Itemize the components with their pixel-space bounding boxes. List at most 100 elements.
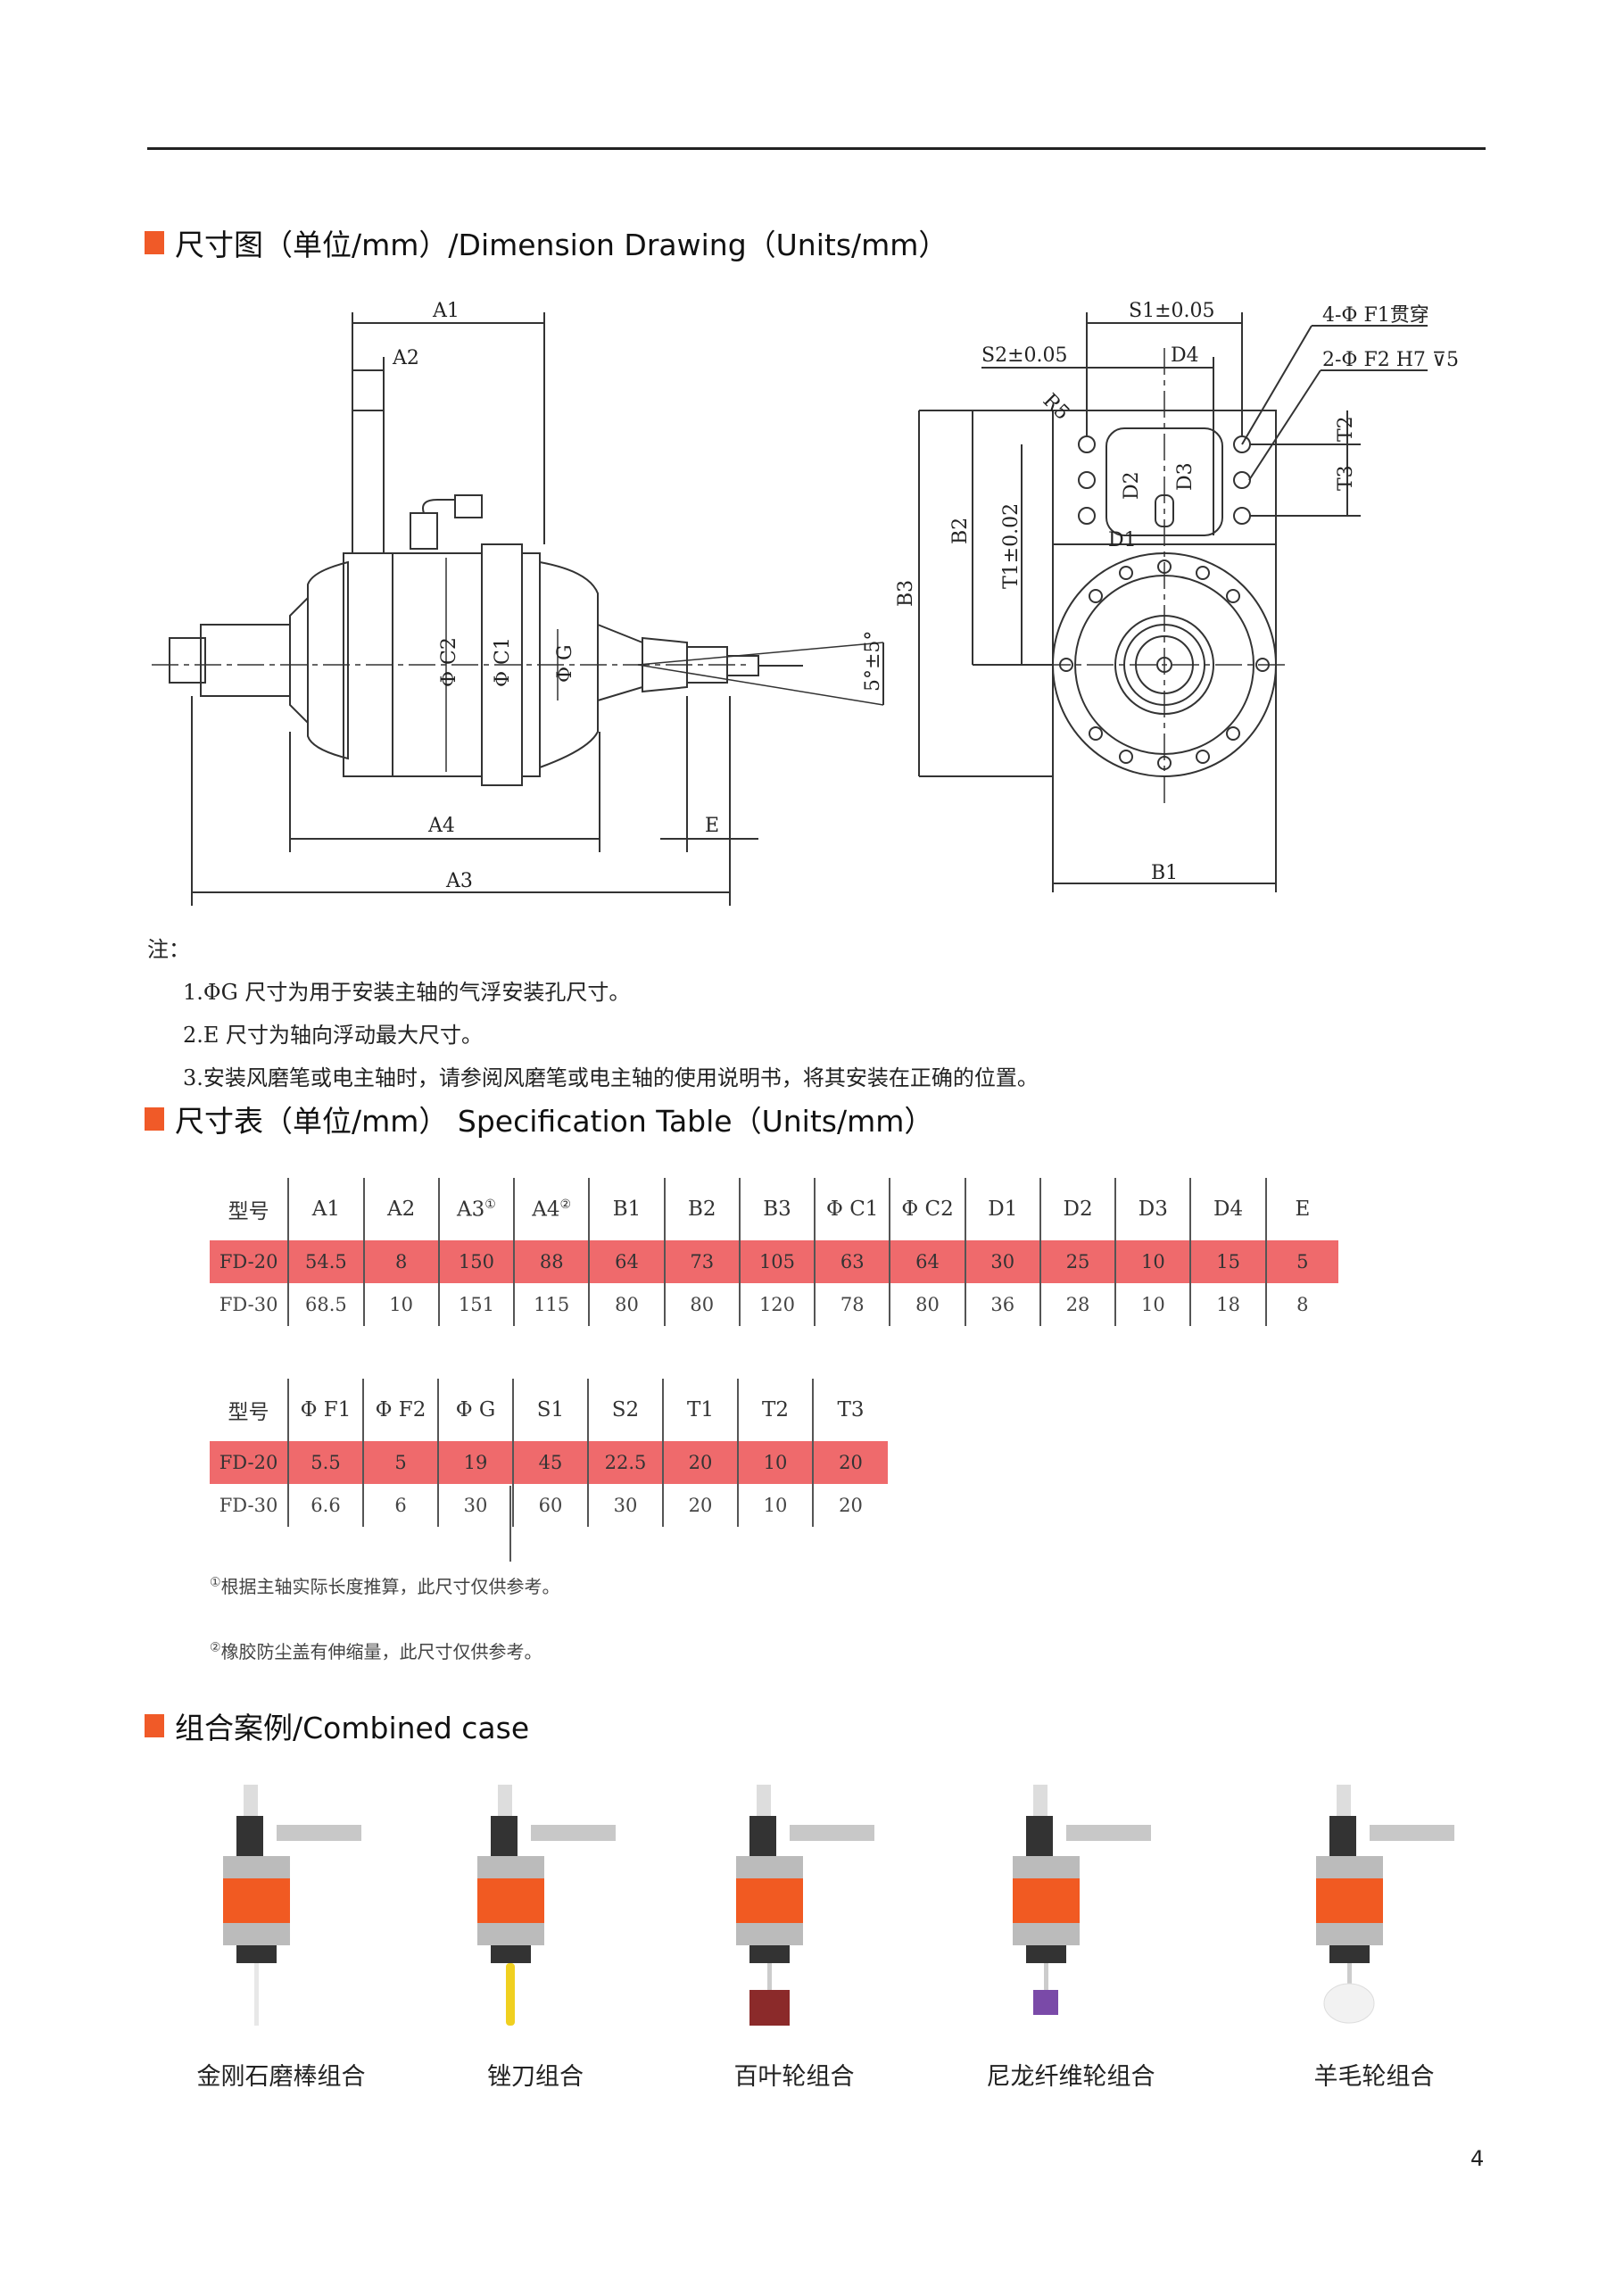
header-cell: T2 <box>738 1379 814 1441</box>
case-flap-wheel: 百叶轮组合 <box>687 1767 901 2091</box>
header-cell: 型号 <box>210 1178 290 1240</box>
label-A4: A4 <box>427 815 455 837</box>
cell: 54.5 <box>288 1240 365 1283</box>
label-F2: 2-Φ F2 H7 ⊽5 <box>1322 349 1459 371</box>
label-B3: B3 <box>895 580 917 607</box>
cell: 105 <box>739 1240 816 1283</box>
cell: 30 <box>965 1240 1041 1283</box>
cell: 20 <box>813 1441 888 1484</box>
label-B2: B2 <box>949 518 972 544</box>
header-cell: Φ C1 <box>815 1178 891 1240</box>
label-C2: Φ C2 <box>438 637 460 687</box>
table-header-row: 型号 Φ F1 Φ F2 Φ G S1 S2 T1 T2 T3 <box>210 1379 888 1441</box>
label-D2: D2 <box>1121 471 1143 500</box>
cell: 8 <box>363 1240 440 1283</box>
label-A3: A3 <box>445 870 473 892</box>
header-cell: B3 <box>739 1178 816 1240</box>
cell: 5 <box>363 1441 439 1484</box>
notes: 注： 1.ΦG 尺寸为用于安装主轴的气浮安装孔尺寸。 2.E 尺寸为轴向浮动最大… <box>147 928 1039 1099</box>
case-file: 锉刀组合 <box>428 1767 642 2091</box>
product-image <box>1316 1785 1454 2024</box>
header-cell: Φ C2 <box>890 1178 966 1240</box>
section-title: 尺寸图（单位/mm）/Dimension Drawing（Units/mm） <box>175 228 948 262</box>
label-G: Φ G <box>554 644 576 683</box>
note-item: 3.安装风磨笔或电主轴时，请参阅风磨笔或电主轴的使用说明书，将其安装在正确的位置… <box>183 1065 1039 1090</box>
label-T2: T2 <box>1335 416 1357 442</box>
cell: 10 <box>363 1283 440 1326</box>
cell: 20 <box>663 1484 739 1527</box>
cell: 19 <box>438 1441 514 1484</box>
header-cell: D2 <box>1039 1178 1117 1240</box>
header-cell: B1 <box>589 1178 666 1240</box>
cell: 25 <box>1039 1240 1117 1283</box>
header-cell: A1 <box>288 1178 365 1240</box>
header-cell: Φ G <box>438 1379 514 1441</box>
label-D1: D1 <box>1108 529 1137 551</box>
header-cell: A3① <box>438 1178 516 1240</box>
cell: 63 <box>815 1240 891 1283</box>
label-T1: T1±0.02 <box>1000 503 1023 589</box>
cell: 73 <box>664 1240 741 1283</box>
label-B1: B1 <box>1151 862 1178 884</box>
case-diamond-rod: 金刚石磨棒组合 <box>174 1767 388 2091</box>
cell: 10 <box>738 1441 814 1484</box>
cell: 20 <box>839 1495 863 1516</box>
cell: FD-20 <box>210 1441 289 1484</box>
label-C1: Φ C1 <box>492 637 514 687</box>
cell: 6 <box>363 1484 439 1527</box>
product-image <box>477 1785 616 2026</box>
spec-table-1: 型号 A1 A2 A3① A4② B1 B2 B3 Φ C1 Φ C2 D1 D… <box>210 1178 1338 1326</box>
cell: 45 <box>513 1441 589 1484</box>
label-T3: T3 <box>1335 465 1357 491</box>
cell: 64 <box>890 1240 966 1283</box>
cell: 80 <box>890 1283 966 1326</box>
cell: 22.5 <box>588 1441 664 1484</box>
cell: 88 <box>514 1240 591 1283</box>
cell: 78 <box>815 1283 891 1326</box>
header-cell: D3 <box>1115 1178 1192 1240</box>
section-marker-icon <box>145 1107 164 1131</box>
header-cell: S1 <box>513 1379 589 1441</box>
cell: 120 <box>739 1283 816 1326</box>
header-cell: D4 <box>1190 1178 1267 1240</box>
label-angle: 5°±5° <box>862 631 884 692</box>
cell: 68.5 <box>288 1283 365 1326</box>
footnote-2: ②橡胶防尘盖有伸缩量，此尺寸仅供参考。 <box>210 1640 542 1662</box>
cell: 150 <box>438 1240 516 1283</box>
section-dimension-drawing: 尺寸图（单位/mm）/Dimension Drawing（Units/mm） <box>145 221 948 264</box>
cell: 6.6 <box>288 1484 364 1527</box>
case-label: 金刚石磨棒组合 <box>196 2063 366 2091</box>
table-divider <box>509 1486 511 1562</box>
header-cell: 型号 <box>210 1379 289 1441</box>
header-cell: Φ F1 <box>288 1379 364 1441</box>
label-A2: A2 <box>392 347 419 369</box>
label-D4: D4 <box>1171 344 1199 367</box>
product-image <box>1013 1785 1151 2015</box>
note-item: 2.E 尺寸为轴向浮动最大尺寸。 <box>183 1023 484 1048</box>
header-cell: Φ F2 <box>363 1379 439 1441</box>
notes-title: 注： <box>147 937 190 962</box>
cell: 10 <box>1115 1240 1192 1283</box>
dimension-drawing: A1 A2 A4 A3 E Φ C2 Φ C1 Φ G 5°±5° S1±0.0… <box>152 300 1459 906</box>
header-cell: E <box>1295 1198 1311 1221</box>
cell: FD-30 <box>210 1283 290 1326</box>
header-cell: A4② <box>514 1178 591 1240</box>
cell: 8 <box>1296 1294 1309 1315</box>
case-label: 羊毛轮组合 <box>1313 2063 1435 2091</box>
cell: 36 <box>965 1283 1041 1326</box>
section-marker-icon <box>145 1714 164 1737</box>
label-D3: D3 <box>1174 462 1197 491</box>
cell: 60 <box>513 1484 589 1527</box>
section-combined-case: 组合案例/Combined case <box>145 1704 529 1747</box>
section-spec-table: 尺寸表（单位/mm） Specification Table（Units/mm） <box>145 1098 933 1140</box>
cell: 80 <box>664 1283 741 1326</box>
case-label: 锉刀组合 <box>487 2063 584 2091</box>
section-marker-icon <box>145 231 164 254</box>
cell: 151 <box>438 1283 516 1326</box>
section-title: 尺寸表（单位/mm） Specification Table（Units/mm） <box>175 1104 934 1139</box>
header-rule <box>147 147 1486 150</box>
cell: 115 <box>514 1283 591 1326</box>
header-cell: B2 <box>664 1178 741 1240</box>
